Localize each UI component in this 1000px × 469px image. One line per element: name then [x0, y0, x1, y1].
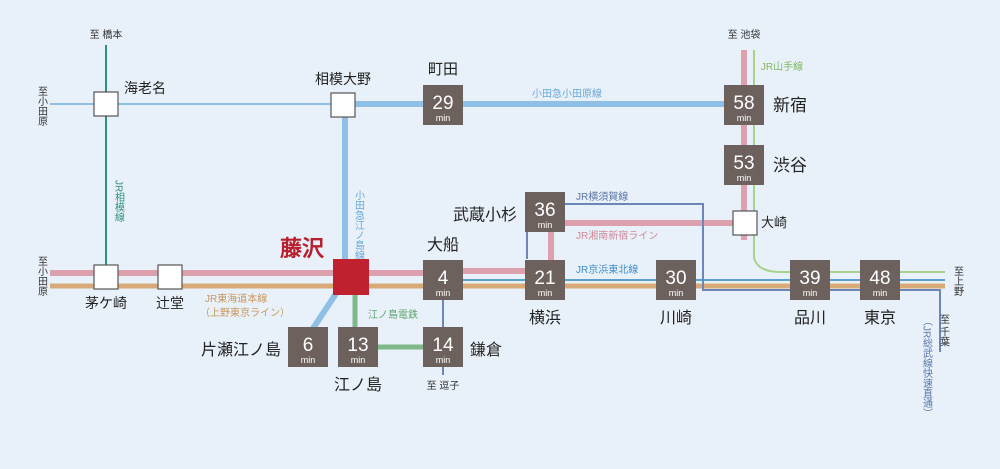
label-jr-shonan: JR湘南新宿ライン — [576, 229, 658, 242]
unit-shinagawa: min — [803, 288, 818, 298]
hub-station: 藤沢 — [280, 236, 369, 295]
unit-katase: min — [301, 355, 316, 365]
station-box-chigasaki — [93, 264, 119, 290]
station-name-shibuya: 渋谷 — [773, 156, 807, 176]
station-tokyo: 48 min 東京 — [860, 260, 900, 327]
station-box-musashikosugi — [525, 192, 565, 232]
station-box-yokohama — [525, 260, 565, 300]
minutes-musashikosugi: 36 — [534, 200, 555, 221]
station-name-tokyo: 東京 — [864, 308, 896, 327]
station-kamakura: 14 min 鎌倉 — [423, 327, 502, 367]
station-box-osaki — [732, 210, 758, 236]
minutes-ofuna: 4 — [438, 268, 449, 289]
minutes-kawasaki: 30 — [665, 268, 686, 289]
minutes-shinagawa: 39 — [799, 268, 820, 289]
label-jr-yamanote: JR山手線 — [761, 60, 803, 73]
terminal-odawara-bottom: 至小田原 — [36, 256, 48, 296]
station-box-enoshima — [338, 327, 378, 367]
station-yokohama: 21 min 横浜 — [525, 260, 565, 327]
unit-tokyo: min — [873, 288, 888, 298]
station-name-kamakura: 鎌倉 — [470, 340, 502, 359]
terminal-chiba-note: （JR総武線快速直通） — [921, 316, 933, 418]
terminal-odawara-top: 至小田原 — [36, 86, 48, 126]
station-name-shinagawa: 品川 — [794, 308, 826, 327]
minutes-machida: 29 — [432, 93, 453, 114]
station-box-machida — [423, 85, 463, 125]
label-jr-sagami: JR相模線 — [113, 180, 125, 222]
station-box-kamakura — [423, 327, 463, 367]
station-machida: 29 min 町田 — [423, 60, 463, 125]
minutes-katase: 6 — [303, 335, 314, 356]
station-name-enoshima: 江ノ島 — [334, 375, 382, 394]
unit-yokohama: min — [538, 288, 553, 298]
unit-ofuna: min — [436, 288, 451, 298]
terminal-hashimoto: 至 橋本 — [90, 28, 123, 41]
station-name-chigasaki: 茅ケ崎 — [85, 296, 127, 312]
timed-stations: 29 min 町田 58 min 新宿 53 min 渋谷 36 min 武蔵小… — [201, 60, 900, 394]
station-box-shibuya — [724, 145, 764, 185]
station-ofuna: 4 min 大船 — [423, 235, 463, 300]
unit-shinjuku: min — [737, 113, 752, 123]
station-box-shinjuku — [724, 85, 764, 125]
minutes-yokohama: 21 — [534, 268, 555, 289]
station-name-ofuna: 大船 — [427, 235, 459, 254]
unit-machida: min — [436, 113, 451, 123]
station-name-kawasaki: 川崎 — [660, 308, 692, 327]
station-shinjuku: 58 min 新宿 — [724, 85, 807, 125]
label-jr-tokaido-sub: （上野東京ライン） — [200, 306, 290, 319]
minutes-enoshima: 13 — [347, 335, 368, 356]
label-jr-yokosuka: JR横須賀線 — [576, 190, 628, 203]
station-box-tokyo — [860, 260, 900, 300]
unit-kawasaki: min — [669, 288, 684, 298]
terminal-labels: 至 橋本 至小田原 至小田原 至 池袋 至上野 至 千葉 （JR総武線快速直通）… — [36, 28, 964, 418]
station-box-shinagawa — [790, 260, 830, 300]
station-name-osaki: 大崎 — [761, 216, 787, 231]
terminal-zushi: 至 逗子 — [427, 380, 460, 392]
station-box-katase — [288, 327, 328, 367]
terminal-ueno: 至上野 — [952, 266, 964, 296]
terminal-chiba: 至 千葉 — [938, 314, 950, 348]
station-shibuya: 53 min 渋谷 — [724, 145, 807, 185]
minutes-shinjuku: 58 — [733, 93, 754, 114]
terminal-ikebukuro: 至 池袋 — [728, 28, 761, 41]
station-name-ebina: 海老名 — [124, 81, 166, 97]
station-kawasaki: 30 min 川崎 — [656, 260, 696, 327]
station-box-ofuna — [423, 260, 463, 300]
label-odakyu-odawara: 小田急小田原線 — [532, 87, 602, 100]
station-musashikosugi: 36 min 武蔵小杉 — [453, 192, 565, 232]
label-jr-tokaido: JR東海道本線 — [205, 292, 267, 305]
minutes-shibuya: 53 — [733, 153, 754, 174]
station-box-sagamiono — [330, 92, 356, 118]
unit-musashikosugi: min — [538, 220, 553, 230]
label-odakyu-enoshima: 小田急江ノ島線 — [353, 190, 365, 260]
station-name-machida: 町田 — [428, 60, 458, 78]
station-name-tsujido: 辻堂 — [156, 296, 184, 312]
station-name-yokohama: 横浜 — [529, 308, 561, 327]
line-jr-yamanote — [753, 50, 945, 273]
station-name-musashikosugi: 武蔵小杉 — [453, 205, 517, 224]
label-enoden: 江ノ島電鉄 — [368, 308, 418, 321]
station-name-katase: 片瀬江ノ島 — [201, 340, 281, 359]
unit-kamakura: min — [436, 355, 451, 365]
station-name-shinjuku: 新宿 — [773, 96, 807, 116]
plain-stations: 海老名 相模大野 大崎 茅ケ崎 辻堂 — [85, 72, 787, 312]
station-shinagawa: 39 min 品川 — [790, 260, 830, 327]
station-enoshima: 13 min 江ノ島 — [334, 327, 382, 394]
station-name-sagamiono: 相模大野 — [315, 72, 371, 88]
label-jr-keihin: JR京浜東北線 — [576, 263, 638, 276]
line-labels: 小田急小田原線 小田急江ノ島線 JR相模線 JR山手線 JR横須賀線 JR湘南新… — [113, 60, 804, 321]
station-katase: 6 min 片瀬江ノ島 — [201, 327, 328, 367]
hub-name: 藤沢 — [280, 236, 325, 262]
minutes-tokyo: 48 — [869, 268, 890, 289]
minutes-kamakura: 14 — [432, 335, 454, 356]
unit-enoshima: min — [351, 355, 366, 365]
station-box-tsujido — [157, 264, 183, 290]
station-box-kawasaki — [656, 260, 696, 300]
station-box-ebina — [93, 91, 119, 117]
unit-shibuya: min — [737, 173, 752, 183]
hub-box — [333, 259, 369, 295]
